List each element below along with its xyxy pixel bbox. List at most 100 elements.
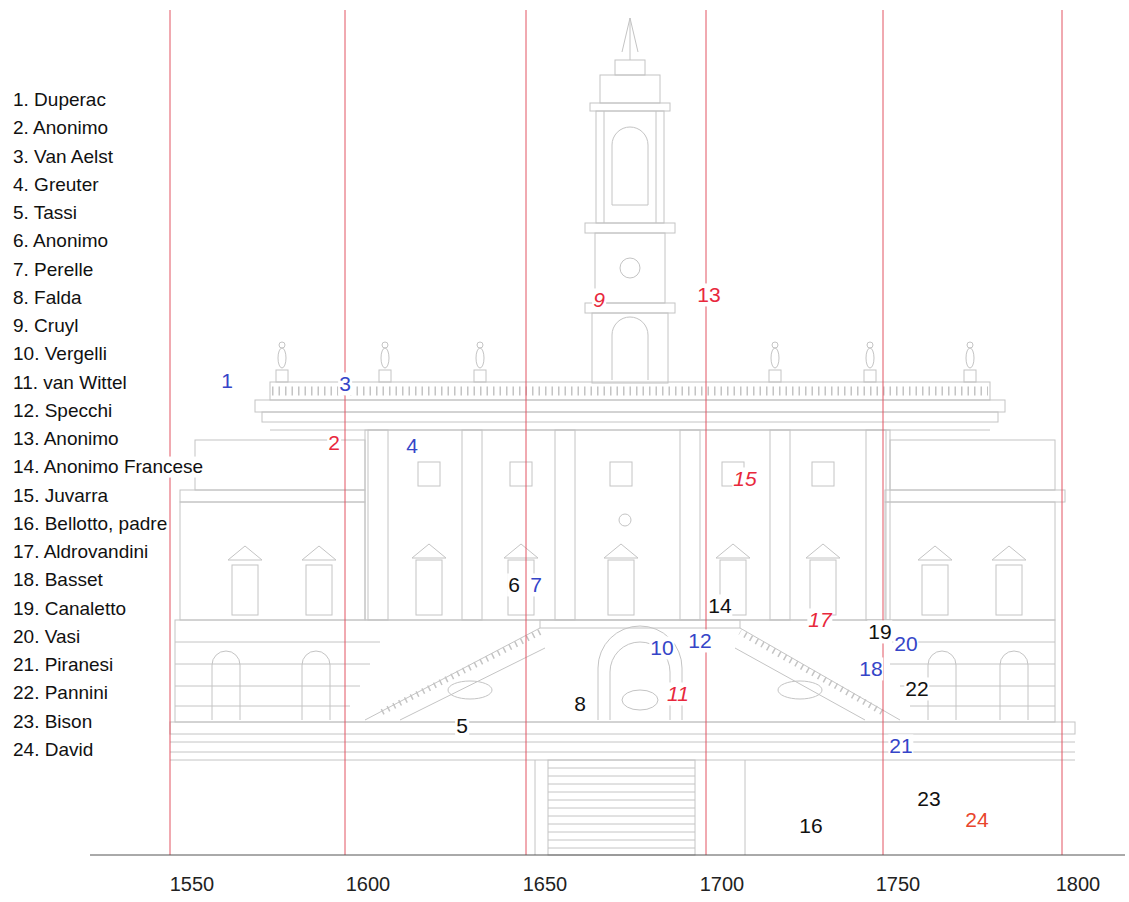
- facade-drawing: [535, 760, 536, 855]
- facade-drawing: [745, 760, 746, 855]
- timeline-grid: [706, 10, 707, 855]
- facade-drawing: [368, 430, 388, 620]
- legend-entry: 13. Anonimo: [12, 429, 120, 450]
- callout-number: 17: [807, 608, 832, 631]
- facade-drawing: [890, 664, 1055, 665]
- facade-drawing: [656, 111, 657, 223]
- facade-drawing: [592, 313, 668, 383]
- callout-number: 15: [732, 467, 757, 490]
- facade-drawing: [548, 768, 695, 848]
- legend-entry: 12. Specchi: [12, 400, 113, 421]
- facade-drawing: [608, 560, 634, 615]
- facade-drawing: [382, 342, 388, 348]
- facade-drawing: [170, 18, 1075, 855]
- timeline-grid: [345, 10, 346, 855]
- facade-drawing: [175, 706, 350, 707]
- facade-drawing: [412, 544, 840, 615]
- facade-drawing: [630, 18, 631, 60]
- callout-number: 5: [455, 714, 469, 737]
- facade-drawing: [170, 752, 1075, 753]
- callout-number: 8: [573, 692, 587, 715]
- facade-drawing: [596, 111, 664, 223]
- facade-drawing: [620, 258, 640, 278]
- facade-drawing: [416, 560, 442, 615]
- facade-drawing: [548, 760, 695, 855]
- callout-number: 12: [687, 629, 712, 652]
- legend-entry: 10. Vergelli: [12, 344, 108, 365]
- legend-entry: 3. Van Aelst: [12, 146, 114, 167]
- axis-year: 1750: [875, 873, 922, 895]
- axis-year: 1550: [169, 873, 216, 895]
- legend-entry: 23. Bison: [12, 711, 93, 732]
- facade-drawing: [365, 430, 890, 620]
- facade-drawing: [770, 430, 790, 620]
- legend-entry: 18. Basset: [12, 570, 104, 591]
- facade-drawing: [922, 565, 948, 615]
- facade-drawing: [604, 111, 605, 223]
- legend-entry: 22. Pannini: [12, 683, 109, 704]
- legend-entry: 4. Greuter: [12, 174, 100, 195]
- callout-number: 19: [867, 620, 892, 643]
- axis-year: 1600: [345, 873, 392, 895]
- callout-number: 1: [220, 369, 234, 392]
- legend-entry: 19. Canaletto: [12, 598, 127, 619]
- facade-drawing: [890, 440, 1055, 490]
- time-axis: [90, 855, 1125, 856]
- facade-drawing: [418, 462, 834, 486]
- legend-entry: 7. Perelle: [12, 259, 94, 280]
- facade-drawing: [604, 544, 638, 558]
- facade-drawing: [279, 342, 285, 348]
- facade-drawing: [270, 382, 990, 400]
- facade-drawing: [368, 430, 886, 620]
- facade-drawing: [302, 651, 330, 720]
- facade-drawing: [255, 400, 1005, 412]
- facade-drawing: [928, 651, 956, 720]
- facade-drawing: [885, 490, 1065, 502]
- facade-drawing: [412, 544, 446, 558]
- legend-entry: 5. Tassi: [12, 203, 78, 224]
- facade-drawing: [735, 648, 865, 720]
- facade-drawing: [175, 642, 380, 643]
- axis-year: 1650: [522, 873, 569, 895]
- legend-entry: 16. Bellotto, padre: [12, 513, 168, 534]
- legend-entry: 15. Juvarra: [12, 485, 109, 506]
- facade-drawing: [585, 223, 675, 233]
- legend-entry: 17. Aldrovandini: [12, 542, 149, 563]
- facade-drawing: [175, 664, 370, 665]
- callout-number: 2: [327, 431, 341, 454]
- facade-drawing: [910, 706, 1055, 707]
- timeline-grid: [526, 10, 527, 855]
- facade-drawing: [180, 490, 365, 502]
- facade-drawing: [175, 686, 360, 687]
- callout-number: 11: [666, 682, 690, 705]
- facade-drawing: [278, 348, 286, 368]
- facade-drawing: [866, 348, 874, 368]
- facade-drawing: [504, 544, 538, 558]
- facade-drawing: [867, 342, 873, 348]
- facade-drawing: [474, 370, 486, 382]
- callout-number: 20: [893, 632, 918, 655]
- facade-drawing: [232, 565, 258, 615]
- facade-drawing: [228, 546, 1026, 615]
- callout-number: 4: [405, 434, 419, 457]
- facade-drawing: [262, 412, 998, 422]
- callout-number: 6: [507, 573, 521, 596]
- facade-drawing: [476, 348, 484, 368]
- facade-drawing: [381, 348, 389, 368]
- callout-number: 22: [904, 677, 929, 700]
- facade-drawing: [382, 632, 540, 712]
- callout-number: 10: [649, 636, 674, 659]
- legend-entry: 8. Falda: [12, 287, 83, 308]
- facade-drawing: [170, 742, 1075, 743]
- callout-number: 14: [707, 594, 732, 617]
- facade-drawing: [276, 342, 976, 382]
- facade-drawing: [175, 620, 1055, 722]
- timeline-grid: [170, 10, 171, 855]
- facade-drawing: [996, 565, 1022, 615]
- facade-drawing: [772, 342, 778, 348]
- callout-number: 18: [858, 657, 883, 680]
- facade-drawing: [600, 75, 660, 103]
- facade-drawing: [992, 546, 1026, 560]
- legend-entry: 14. Anonimo Francese: [12, 457, 204, 478]
